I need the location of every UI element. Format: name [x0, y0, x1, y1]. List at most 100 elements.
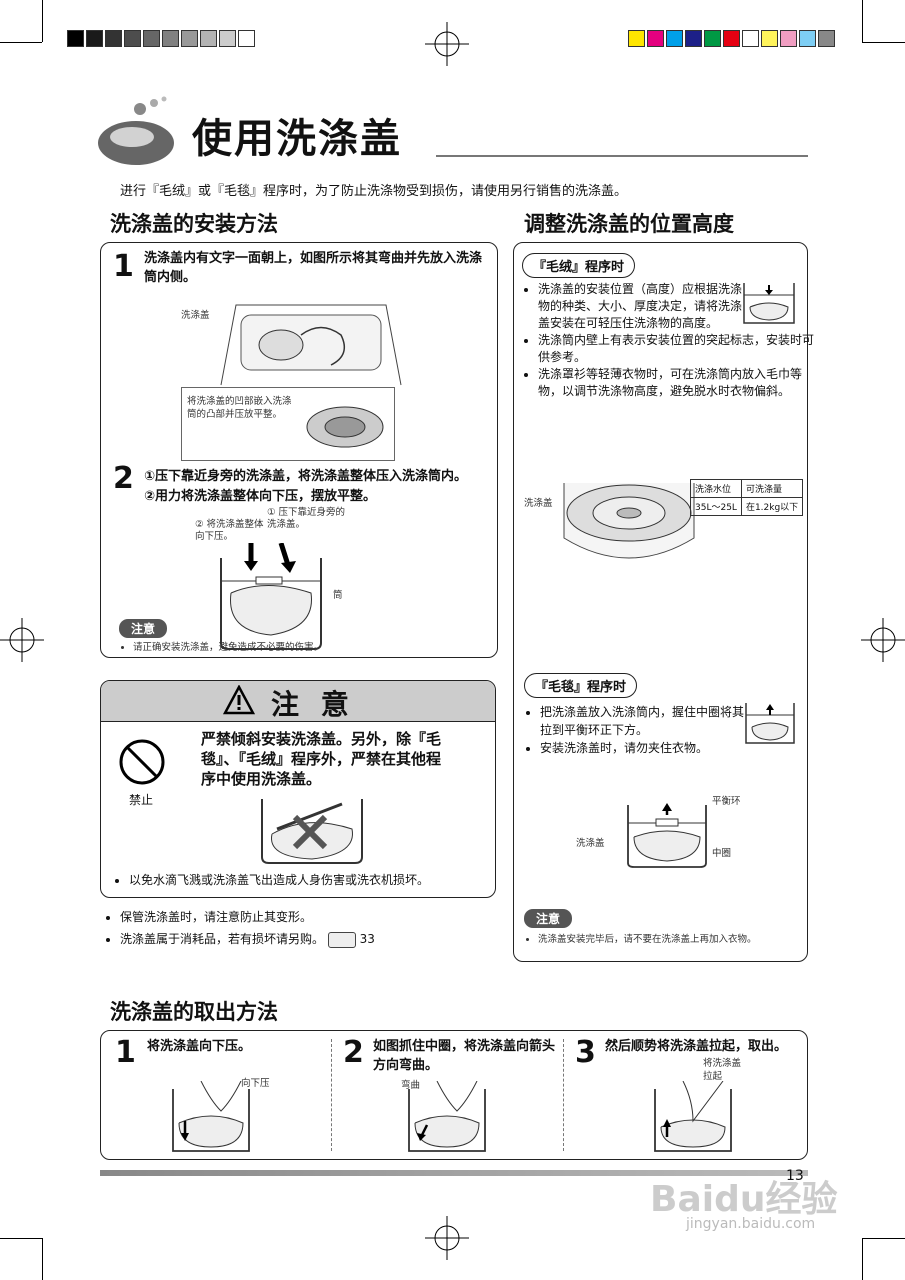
caution-heading: 注 意 — [271, 688, 355, 721]
install-box: 1 洗涤盖内有文字一面朝上，如图所示将其弯曲并先放入洗涤筒内侧。 洗涤盖 将洗涤… — [100, 242, 498, 658]
color-swatch — [181, 30, 198, 47]
color-swatch — [67, 30, 84, 47]
page-title: 使用洗涤盖 — [192, 116, 402, 162]
intro-text: 进行『毛绒』或『毛毯』程序时，为了防止洗涤物受到损伤，请使用另行销售的洗涤盖。 — [120, 184, 628, 199]
install-note-list: 请正确安装洗涤盖，避免造成不必要的伤害。 — [119, 639, 503, 653]
prohibition-icon — [119, 739, 165, 785]
press-whole-label: ② 将洗涤盖整体向下压。 — [195, 519, 264, 542]
tilted-cover-illustration — [261, 799, 363, 864]
page-ref: 33 — [359, 932, 375, 946]
bend-cover-illustration — [408, 1081, 486, 1152]
color-swatch — [86, 30, 103, 47]
registration-mark-top — [425, 22, 469, 66]
height-mini-illustration — [743, 283, 795, 324]
caution-box: 注 意 禁止 严禁倾斜安装洗涤盖。另外，除『毛毯』、『毛绒』程序外，严禁在其他程… — [100, 680, 496, 898]
remove-step-text: 如图抓住中圈，将洗涤盖向箭头方向弯曲。 — [373, 1039, 556, 1073]
washer-insert-illustration — [220, 304, 402, 386]
remove-step-text: 将洗涤盖向下压。 — [147, 1039, 252, 1054]
color-swatch — [761, 30, 778, 47]
table-header: 可洗涤量 — [740, 479, 804, 498]
step-number: 1 — [115, 1035, 136, 1070]
step-divider — [331, 1039, 332, 1151]
footer-bar — [100, 1170, 808, 1176]
caution-warning: 严禁倾斜安装洗涤盖。另外，除『毛毯』、『毛绒』程序外，严禁在其他程序中使用洗涤盖… — [201, 730, 442, 788]
caution-bullets: 以免水滴飞溅或洗涤盖飞出造成人身伤害或洗衣机损坏。 — [115, 871, 495, 888]
press-down-hand-illustration — [172, 1081, 250, 1152]
remove-step-text: 然后顺势将洗涤盖拉起，取出。 — [605, 1039, 788, 1054]
remove-step-label: 向下压 — [241, 1078, 270, 1089]
balance-ring-diagram — [627, 803, 707, 868]
press-down-illustration — [220, 543, 322, 650]
watermark: Baidu经验 — [650, 1179, 838, 1220]
cover-closeup-illustration — [306, 406, 384, 448]
install-step2-line2: ②用力将洗涤盖整体向下压，摆放平整。 — [144, 489, 377, 504]
registration-mark-bottom — [425, 1216, 469, 1260]
bubble-logo-icon — [98, 96, 174, 165]
cover-label: 洗涤盖 — [181, 310, 210, 321]
table-cell: 在1.2kg以下 — [740, 497, 804, 516]
plush-program-label: 『毛绒』程序时 — [522, 253, 636, 278]
pull-up-mini-illustration — [745, 703, 795, 744]
plush-bullets: 洗涤盖的安装位置（高度）应根据洗涤物的种类、大小、厚度决定，请将洗涤盖安装在可轻… — [524, 281, 814, 400]
color-swatch — [704, 30, 721, 47]
step-number: 2 — [113, 461, 134, 496]
color-swatch — [238, 30, 255, 47]
install-note: 请正确安装洗涤盖，避免造成不必要的伤害。 — [133, 639, 503, 653]
water-level-table: 洗涤水位 可洗涤量 35L～25L 在1.2kg以下 — [690, 479, 804, 516]
adjust-box: 『毛绒』程序时 洗涤盖的安装位置（高度）应根据洗涤物的种类、大小、厚度决定，请将… — [513, 242, 814, 962]
color-swatch — [799, 30, 816, 47]
prohibit-label: 禁止 — [129, 793, 154, 807]
color-swatch — [143, 30, 160, 47]
warning-triangle-icon — [223, 685, 255, 715]
step-number: 3 — [575, 1035, 596, 1070]
cover-label-2: 洗涤盖 — [576, 838, 605, 849]
color-swatch — [780, 30, 797, 47]
remove-box: 1 将洗涤盖向下压。 向下压 2 如图抓住中圈，将洗涤盖向箭头方向弯曲。 弯曲 … — [100, 1030, 808, 1160]
color-swatch — [818, 30, 835, 47]
adjust-note-list: 洗涤盖安装完毕后，请不要在洗涤盖上再加入衣物。 — [524, 931, 818, 945]
middle-ring-label: 中圈 — [712, 848, 732, 859]
color-swatch — [162, 30, 179, 47]
blanket-bullet-2: 安装洗涤盖时，请勿夹住衣物。 — [540, 739, 816, 757]
step-divider — [563, 1039, 564, 1151]
blanket-bullets: 把洗涤盖放入洗涤筒内，握住中圈将其拉到平衡环正下方。 安装洗涤盖时，请勿夹住衣物… — [526, 703, 816, 757]
callout-text: 将洗涤盖的凹部嵌入洗涤筒的凸部并压放平整。 — [187, 396, 292, 420]
registration-mark-right — [861, 618, 905, 662]
color-swatch — [124, 30, 141, 47]
note-badge: 注意 — [524, 909, 573, 928]
color-swatch — [105, 30, 122, 47]
diagram-cover-label: 洗涤盖 — [524, 498, 553, 509]
registration-mark-left — [0, 618, 44, 662]
color-swatch — [723, 30, 740, 47]
table-cell: 35L～25L — [690, 497, 742, 516]
remove-step-2: 2 如图抓住中圈，将洗涤盖向箭头方向弯曲。 弯曲 — [333, 1031, 563, 1159]
step-number: 1 — [113, 249, 134, 284]
plush-bullet-2: 洗涤筒内壁上有表示安装位置的突起标志，安装时可供参考。 — [538, 332, 814, 366]
adjust-heading: 调整洗涤盖的位置高度 — [524, 212, 734, 236]
note-badge: 注意 — [119, 619, 168, 638]
remove-step-label: 将洗涤盖拉起 — [703, 1058, 742, 1082]
caution-header-bar — [101, 681, 495, 722]
pointing-hand-icon — [327, 931, 356, 948]
tub-label: 筒 — [333, 590, 343, 601]
color-swatch — [647, 30, 664, 47]
press-near-label: ① 压下靠近身旁的洗涤盖。 — [267, 507, 346, 530]
color-swatch — [628, 30, 645, 47]
color-swatch — [742, 30, 759, 47]
step-number: 2 — [343, 1035, 364, 1070]
install-step1-text: 洗涤盖内有文字一面朝上，如图所示将其弯曲并先放入洗涤筒内侧。 — [144, 251, 483, 285]
remove-step-label: 弯曲 — [401, 1080, 421, 1091]
extra-note-consumable: 洗涤盖属于消耗品，若有损坏请另购。 33 — [120, 928, 510, 950]
color-swatch — [685, 30, 702, 47]
install-step2-line1: ①压下靠近身旁的洗涤盖，将洗涤盖整体压入洗涤筒内。 — [144, 469, 468, 484]
extra-note-storage: 保管洗涤盖时，请注意防止其变形。 — [120, 906, 510, 928]
balance-ring-label: 平衡环 — [712, 796, 741, 807]
remove-heading: 洗涤盖的取出方法 — [110, 1000, 278, 1024]
plush-bullet-1: 洗涤盖的安装位置（高度）应根据洗涤物的种类、大小、厚度决定，请将洗涤盖安装在可轻… — [538, 281, 814, 332]
extra-notes-list: 保管洗涤盖时，请注意防止其变形。 洗涤盖属于消耗品，若有损坏请另购。 33 — [106, 906, 510, 950]
color-swatch — [666, 30, 683, 47]
color-swatch — [200, 30, 217, 47]
color-swatch — [219, 30, 236, 47]
remove-step-3: 3 然后顺势将洗涤盖拉起，取出。 将洗涤盖拉起 — [565, 1031, 805, 1159]
plush-bullet-3: 洗涤罩衫等轻薄衣物时，可在洗涤筒内放入毛巾等物，以调节洗涤物高度，避免脱水时衣物… — [538, 366, 814, 400]
